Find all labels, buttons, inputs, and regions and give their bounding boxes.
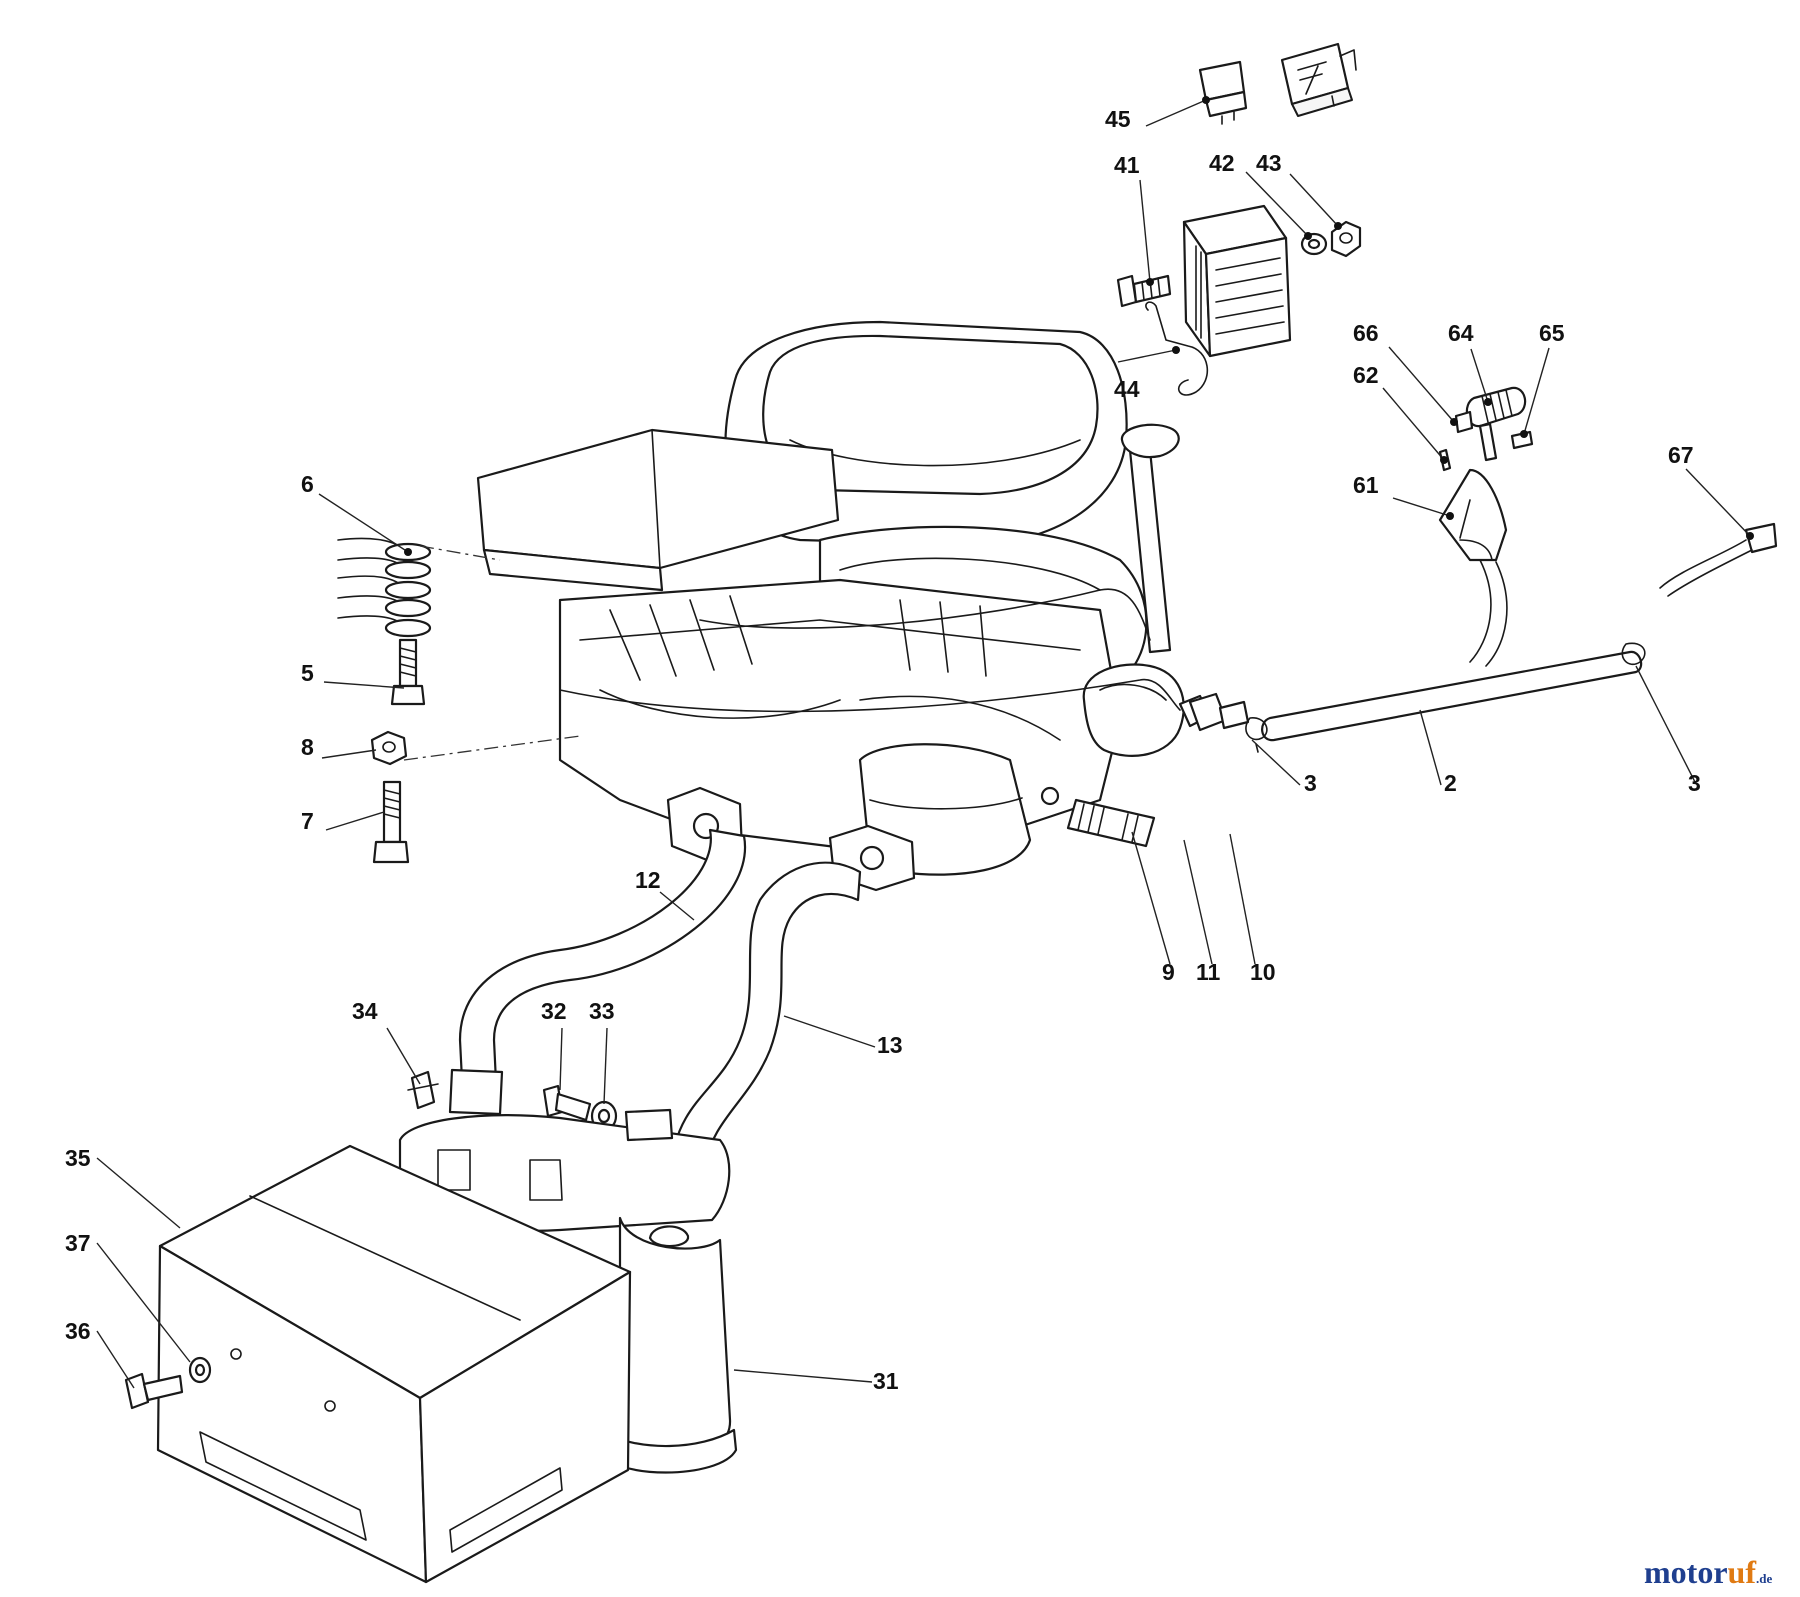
callout-6: 6: [301, 471, 314, 497]
alignment-line-upper: [419, 545, 501, 561]
connector-plug-part: [1280, 42, 1357, 117]
callout-11: 11: [1196, 959, 1221, 985]
bolt-36-part: [124, 1372, 184, 1410]
leader-lines: [96, 99, 1751, 1389]
callout-3a: 3: [1304, 770, 1317, 796]
exhaust-pipe-12-part: [458, 828, 747, 1084]
muffler-part: [398, 1108, 738, 1474]
heat-shield-part: [156, 1144, 632, 1584]
callout-36: 36: [65, 1318, 91, 1344]
callout-8: 8: [301, 734, 314, 760]
callout-5: 5: [301, 660, 314, 686]
hose-clamp-3b-part: [1621, 642, 1646, 666]
callout-61: 61: [1353, 472, 1379, 498]
clip-34-part: [407, 1070, 439, 1110]
callout-67: 67: [1668, 442, 1694, 468]
callout-10: 10: [1250, 959, 1276, 985]
watermark-part-b: uf: [1727, 1554, 1756, 1590]
washer-37-part: [188, 1356, 212, 1384]
callout-35: 35: [65, 1145, 91, 1171]
relay-part: [1198, 60, 1248, 125]
bolt-32-part: [542, 1084, 592, 1122]
watermark-part-a: motor: [1644, 1554, 1728, 1590]
callout-7: 7: [301, 808, 314, 834]
watermark-part-c: .de: [1755, 1571, 1773, 1586]
bolt-41-part: [1116, 274, 1172, 308]
cable-clip-44-part: [1145, 301, 1209, 396]
callout-62: 62: [1353, 362, 1379, 388]
callout-44: 44: [1114, 376, 1140, 402]
callout-33: 33: [589, 998, 615, 1024]
bolt-washer-stack-part: [337, 537, 432, 706]
nut-43-part: [1330, 220, 1362, 258]
callout-9: 9: [1162, 959, 1175, 985]
callout-45: 45: [1105, 106, 1131, 132]
callout-3b: 3: [1688, 770, 1701, 796]
callout-64: 64: [1448, 320, 1474, 346]
callout-32: 32: [541, 998, 567, 1024]
voltage-regulator-part: [1182, 204, 1292, 358]
engine-part: [476, 320, 1212, 892]
callout-37: 37: [65, 1230, 91, 1256]
hose-clamp-3a-part: [1245, 717, 1268, 753]
throttle-lever-assembly-part: [1438, 386, 1534, 667]
anchor-dots: [404, 96, 1754, 556]
callout-66: 66: [1353, 320, 1379, 346]
callout-13: 13: [877, 1032, 903, 1058]
watermark-logo: motoruf.de: [1644, 1556, 1772, 1588]
callout-42: 42: [1209, 150, 1235, 176]
callout-2: 2: [1444, 770, 1457, 796]
callout-31: 31: [873, 1368, 899, 1394]
bolt-7-part: [372, 780, 410, 864]
callout-34: 34: [352, 998, 378, 1024]
callout-43: 43: [1256, 150, 1282, 176]
callout-12: 12: [635, 867, 661, 893]
callout-65: 65: [1539, 320, 1565, 346]
fuel-hose-2-part: [1261, 650, 1643, 742]
callout-41: 41: [1114, 152, 1140, 178]
choke-cable-67-part: [1659, 522, 1778, 597]
alignment-line-lower: [403, 735, 581, 761]
nut-8-part: [370, 730, 408, 766]
fuel-connector-part: [1188, 692, 1250, 732]
